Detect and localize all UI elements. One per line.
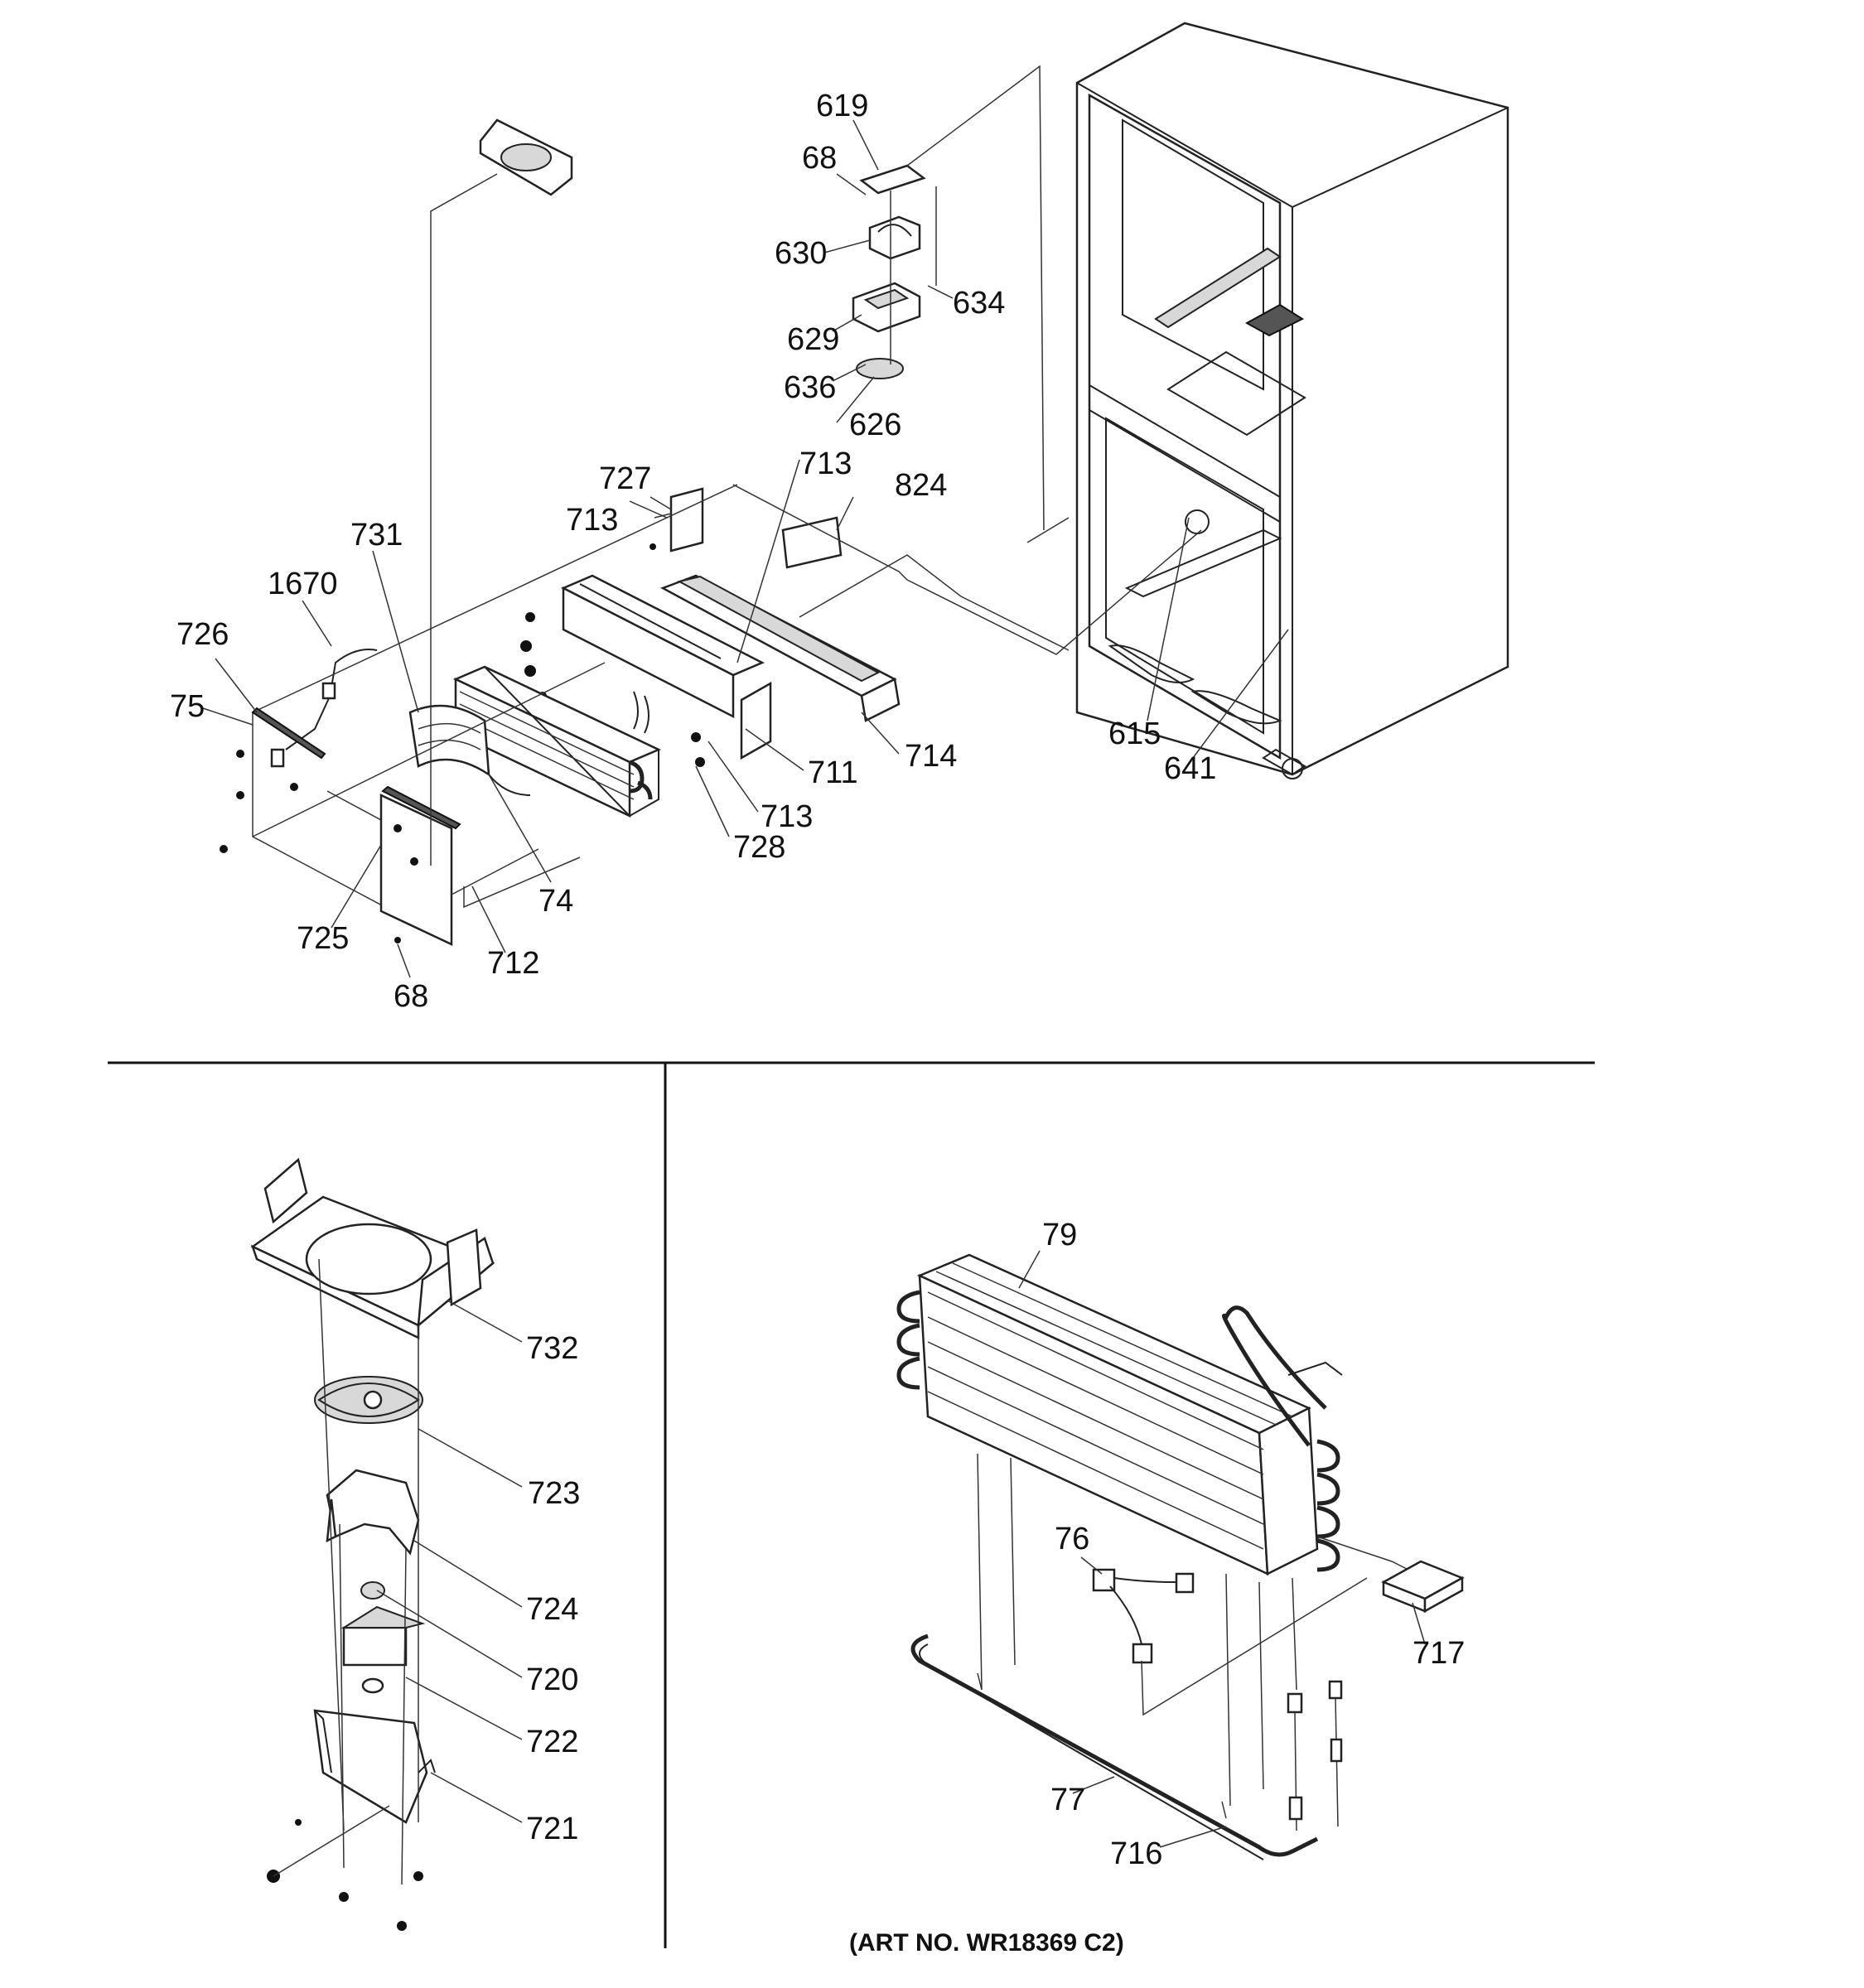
leader-lines [202, 119, 1426, 1848]
label-711: 711 [808, 755, 858, 790]
label-1670: 1670 [268, 567, 338, 601]
label-824 [781, 516, 843, 569]
label-619: 619 [816, 89, 868, 123]
label-79: 79 [1042, 1218, 1077, 1252]
lower-cover [326, 785, 581, 946]
label-727: 727 [599, 461, 651, 496]
art-number: (ART NO. WR18369 C2) [849, 1929, 1124, 1957]
label-732: 732 [526, 1331, 578, 1366]
wiring-harness [1092, 1568, 1368, 1831]
label-720: 720 [526, 1662, 578, 1697]
refrigerator-cabinet [1075, 22, 1509, 779]
mounting-bracket [659, 484, 1202, 722]
label-824: 824 [895, 468, 947, 503]
label-76: 76 [1055, 1522, 1089, 1556]
label-716: 716 [1110, 1836, 1162, 1871]
damper-assembly [852, 65, 1045, 531]
label-714: 714 [905, 739, 957, 774]
label-713-c: 713 [761, 799, 813, 834]
label-68-top: 68 [802, 141, 837, 176]
label-636: 636 [784, 370, 836, 405]
fan-box-small [430, 118, 573, 866]
fan-assembly [250, 1157, 495, 1931]
label-68-bottom: 68 [394, 979, 428, 1014]
defrost-heater [910, 1633, 1319, 1860]
heater-wire [285, 649, 378, 750]
label-723: 723 [528, 1476, 580, 1511]
label-726: 726 [176, 617, 229, 652]
label-731: 731 [350, 518, 403, 552]
label-634: 634 [953, 286, 1005, 321]
evaporator-housing [520, 574, 772, 767]
label-713-b: 713 [566, 503, 618, 538]
block-717 [1381, 1560, 1465, 1614]
label-629: 629 [787, 322, 839, 357]
plate-727 [650, 487, 704, 552]
label-721: 721 [526, 1812, 578, 1846]
label-722: 722 [526, 1725, 578, 1759]
label-725: 725 [297, 921, 349, 956]
label-724: 724 [526, 1592, 578, 1627]
label-728: 728 [733, 830, 785, 865]
label-626: 626 [849, 408, 901, 442]
label-615: 615 [1108, 717, 1161, 751]
label-712: 712 [487, 946, 539, 981]
label-713-a: 713 [799, 446, 852, 481]
label-77: 77 [1050, 1783, 1085, 1817]
label-641: 641 [1164, 751, 1216, 786]
label-74: 74 [538, 884, 573, 919]
evaporator-small [452, 665, 662, 818]
label-717: 717 [1412, 1636, 1465, 1671]
label-75: 75 [170, 689, 205, 724]
label-630: 630 [775, 236, 827, 271]
evaporator-coil [896, 1253, 1409, 1807]
